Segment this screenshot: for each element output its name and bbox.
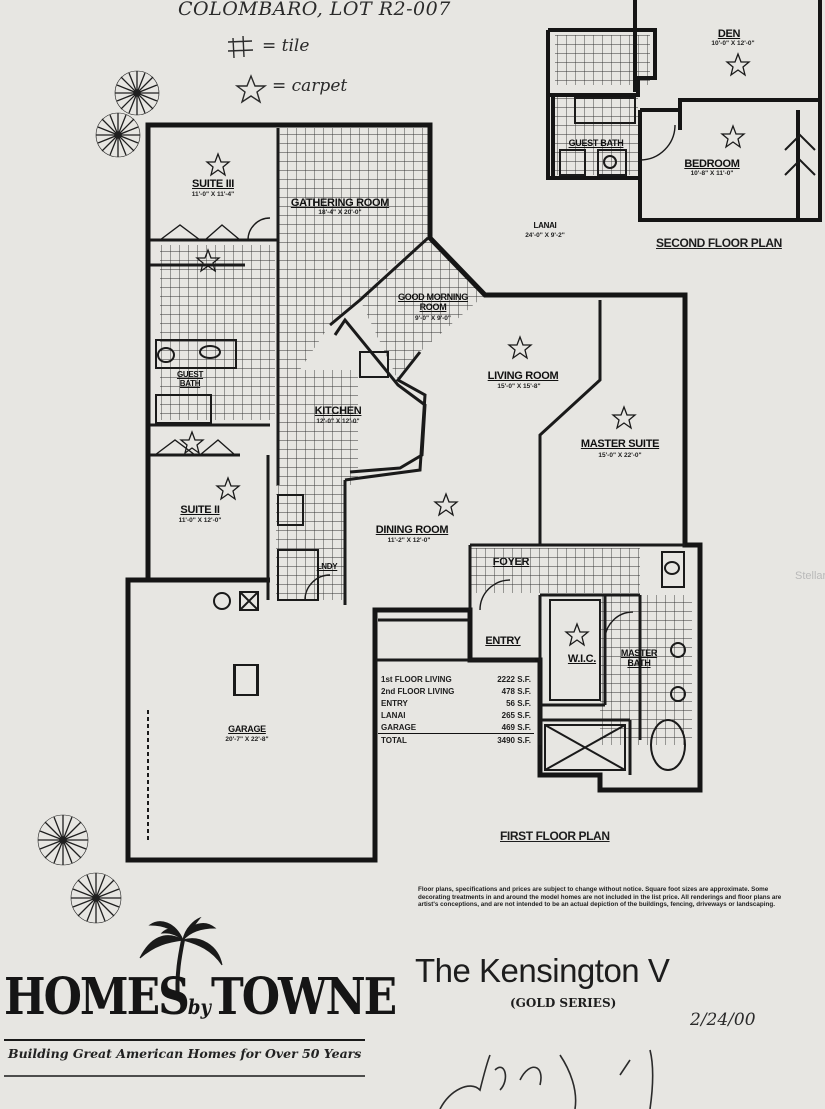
room-dim-kitchen: 12'-0" X 12'-0" — [316, 418, 360, 425]
series-label: (GOLD SERIES) — [510, 996, 617, 1010]
room-label-guest-bath: GUEST BATH — [176, 370, 204, 388]
area-label: GARAGE — [381, 722, 417, 732]
room-label-gathering: GATHERING ROOM — [290, 197, 390, 209]
room-label-living: LIVING ROOM — [487, 370, 559, 382]
table-row: 2nd FLOOR LIVING 478 S.F. — [378, 685, 534, 697]
area-label: LANAI — [381, 710, 406, 720]
brand-name-by: by — [187, 995, 211, 1020]
room-label-suite-2: SUITE II — [180, 504, 220, 516]
square-footage-table: 1st FLOOR LIVING 2222 S.F. 2nd FLOOR LIVI… — [378, 673, 534, 746]
area-value: 265 S.F. — [501, 710, 531, 720]
handwritten-date: 2/24/00 — [690, 1010, 756, 1030]
area-label: ENTRY — [381, 698, 408, 708]
legend-carpet-symbol — [234, 74, 268, 104]
brand-name-left: HOMES — [4, 968, 190, 1027]
room-label-entry: ENTRY — [485, 635, 521, 647]
room-label-dining: DINING ROOM — [375, 524, 449, 536]
interior-walls — [150, 128, 685, 775]
shrub-symbols — [37, 70, 160, 924]
first-floor-plan-title: FIRST FLOOR PLAN — [500, 829, 610, 843]
area-total-value: 3490 S.F. — [481, 733, 534, 746]
table-row: 1st FLOOR LIVING 2222 S.F. — [378, 673, 534, 685]
area-total-label: TOTAL — [378, 733, 482, 746]
room-label-laundry: LNDY — [316, 562, 338, 571]
lot-note: COLOMBARO, LOT R2-007 — [178, 0, 451, 20]
legend-tile-label: = tile — [262, 36, 310, 56]
room-label-garage: GARAGE — [228, 724, 266, 734]
room-label-bedroom: BEDROOM — [684, 158, 740, 170]
exterior-walls — [125, 122, 703, 863]
room-dim-bedroom: 10'-8" X 11'-0" — [690, 170, 734, 177]
table-row: LANAI 265 S.F. — [378, 709, 534, 721]
room-dim-lanai: 24'-0" X 9'-2" — [525, 232, 565, 239]
legend-carpet-label: = carpet — [272, 76, 348, 96]
room-label-suite-3: SUITE III — [192, 178, 234, 190]
brand-logo: HOMESbyTOWNE — [4, 968, 397, 1027]
second-floor-fixtures — [559, 97, 816, 176]
room-label-master-suite: MASTER SUITE — [580, 438, 660, 450]
legend-tile-symbol — [227, 35, 254, 59]
palm-tree-logo — [139, 916, 223, 1001]
room-dim-den: 10'-0" X 12'-0" — [711, 40, 755, 47]
room-dim-gathering: 18'-4" X 20'-0" — [318, 209, 362, 216]
room-label-wic: W.I.C. — [567, 653, 597, 665]
tile-floor-areas — [160, 35, 692, 745]
fixtures — [155, 339, 686, 771]
room-label-den: DEN — [717, 28, 741, 40]
table-row: GARAGE 469 S.F. — [378, 721, 534, 734]
model-name: The Kensington V — [415, 952, 670, 989]
room-dim-master-suite: 15'-0" X 22'-0" — [598, 452, 642, 459]
brand-name-right: TOWNE — [210, 968, 397, 1027]
room-dim-living: 15'-0" X 15'-8" — [497, 383, 541, 390]
carpet-markers — [179, 52, 751, 647]
garage-details — [147, 664, 259, 840]
handwritten-signature — [439, 1049, 654, 1109]
area-value: 478 S.F. — [501, 686, 531, 696]
room-dim-suite-2: 11'-0" X 12'-0" — [178, 517, 222, 524]
room-dim-morning: 9'-0" X 9'-0" — [415, 315, 451, 322]
room-label-guest-bath-2nd: GUEST BATH — [568, 138, 624, 148]
area-label: 2nd FLOOR LIVING — [381, 686, 455, 696]
table-row: ENTRY 56 S.F. — [378, 697, 534, 709]
room-dim-suite-3: 11'-0" X 11'-4" — [191, 191, 235, 198]
area-value: 469 S.F. — [501, 722, 531, 732]
area-value: 2222 S.F. — [497, 674, 531, 684]
room-dim-dining: 11'-2" X 12'-0" — [387, 537, 431, 544]
kitchen-island — [333, 317, 427, 474]
room-label-master-bath: MASTER BATH — [620, 648, 658, 668]
brand-tagline: Building Great American Homes for Over 5… — [8, 1046, 362, 1061]
room-label-morning: GOOD MORNING ROOM — [398, 292, 468, 312]
room-label-kitchen: KITCHEN — [314, 405, 362, 417]
room-label-foyer: FOYER — [492, 556, 530, 568]
room-label-lanai: LANAI — [533, 221, 557, 230]
disclaimer-text: Floor plans, specifications and prices a… — [418, 886, 782, 909]
second-floor-plan-title: SECOND FLOOR PLAN — [656, 236, 782, 250]
area-value: 56 S.F. — [506, 698, 531, 708]
watermark: Stellar — [795, 570, 825, 582]
room-dim-garage: 20'-7" X 22'-8" — [225, 736, 269, 743]
second-floor-walls — [546, 0, 822, 222]
area-label: 1st FLOOR LIVING — [381, 674, 452, 684]
